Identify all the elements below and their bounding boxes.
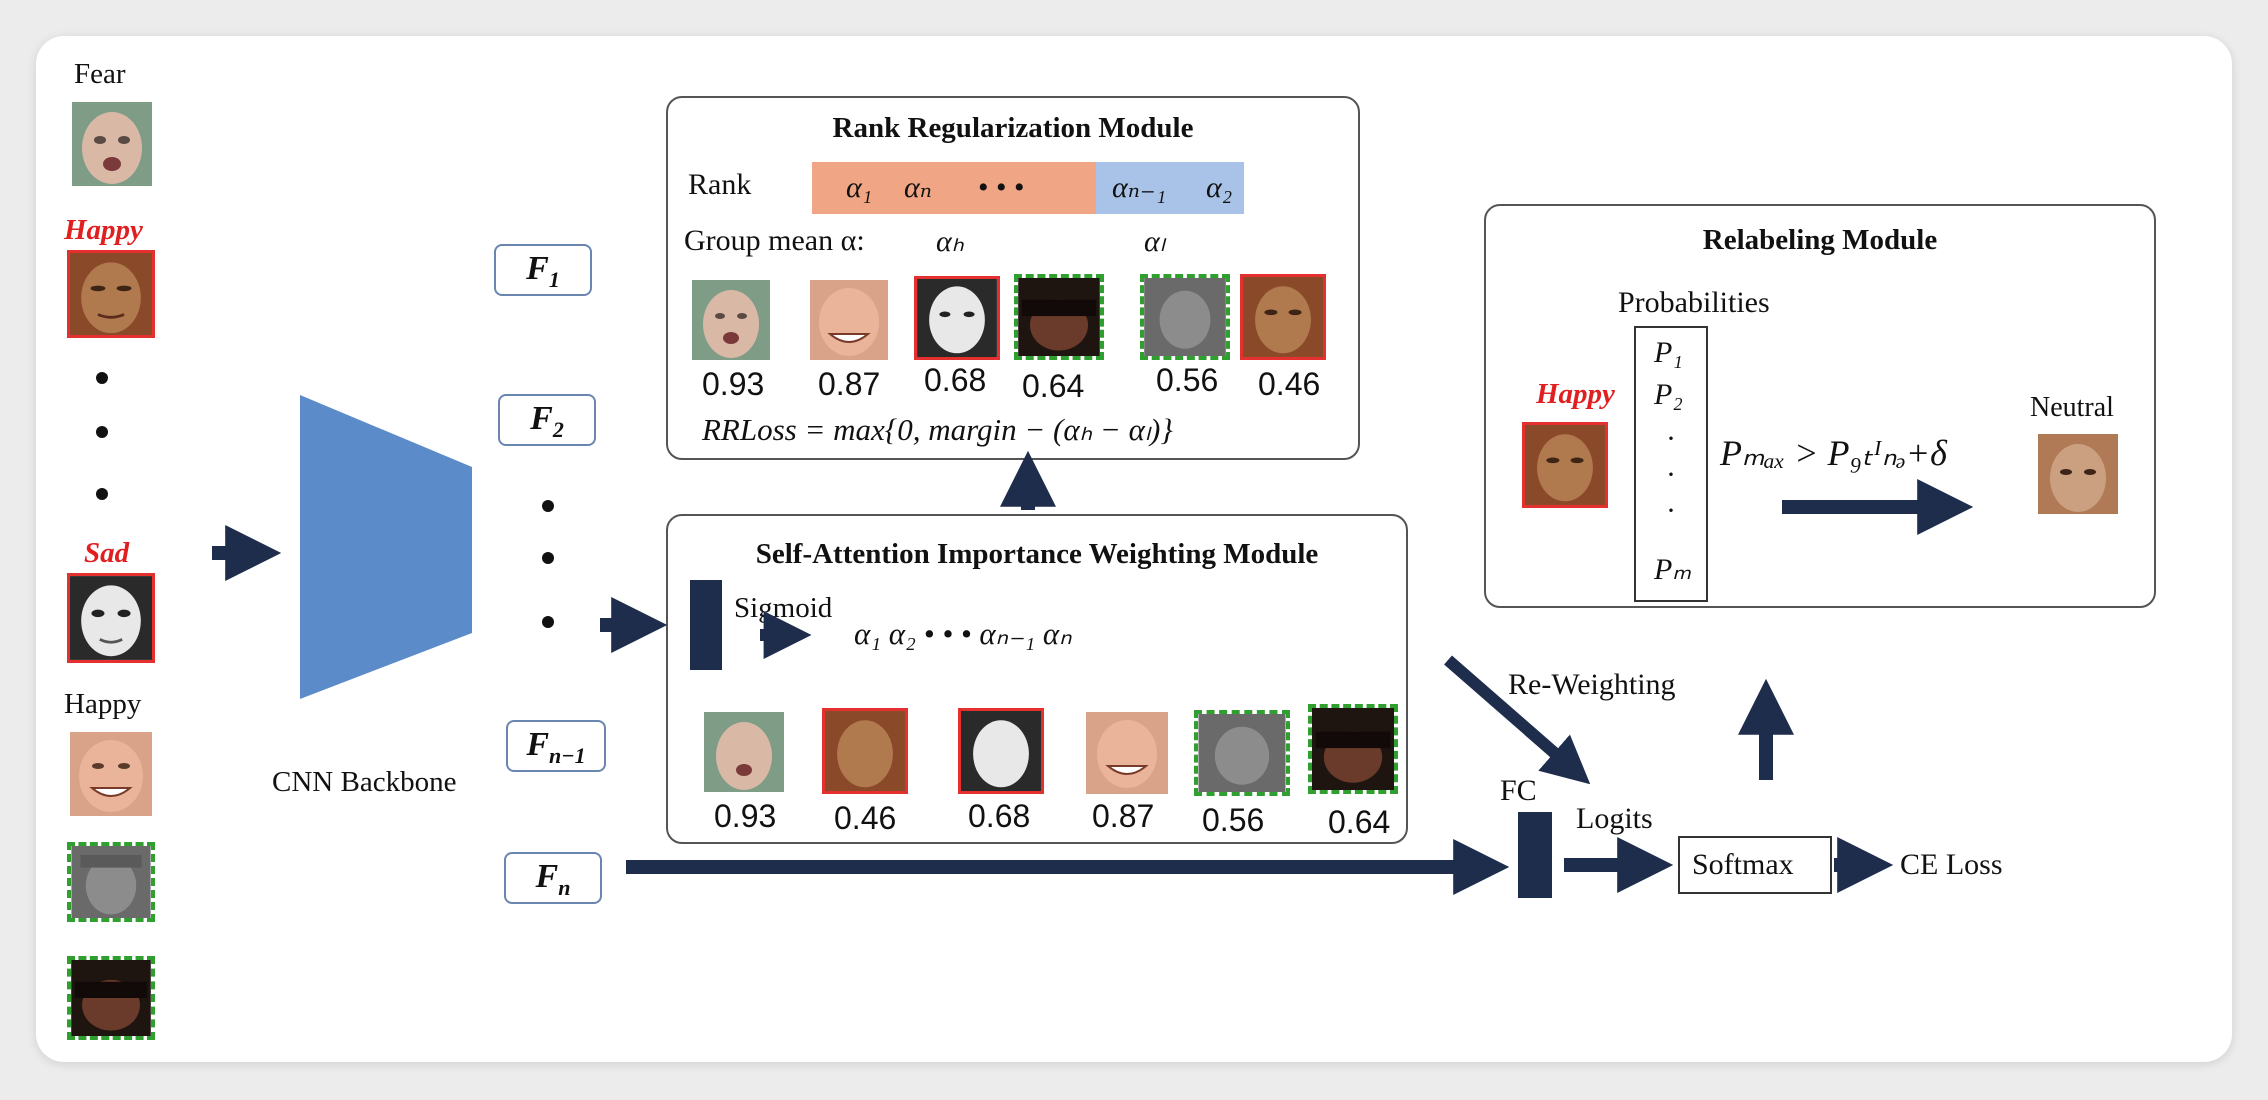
rank-label: Rank (688, 168, 752, 201)
prob-dot: · (1666, 458, 1676, 491)
sigmoid-label: Sigmoid (734, 592, 833, 624)
relabel-happy-label: Happy (1536, 378, 1615, 410)
fc-attention-layer (690, 580, 722, 670)
sa-score: 0.56 (1202, 802, 1265, 838)
rank-score: 0.68 (924, 362, 987, 398)
ellipsis-dot (542, 616, 554, 628)
rr-loss-formula: RRLoss = max{0, margin − (αₕ − αₗ)} (702, 412, 1173, 447)
face-sa-happy (1086, 712, 1168, 794)
prob-pm: Pₘ (1654, 553, 1692, 586)
neutral-label: Neutral (2030, 392, 2114, 423)
logits-label: Logits (1576, 802, 1653, 835)
rank-score: 0.64 (1022, 368, 1085, 404)
self-attention-module: Self-Attention Importance Weighting Modu… (666, 514, 1408, 844)
softmax-label: Softmax (1692, 848, 1794, 881)
label-sad-red: Sad (84, 537, 130, 569)
rank-score: 0.56 (1156, 362, 1219, 398)
prob-dot: · (1666, 422, 1676, 455)
face-relabel-neutral (2038, 434, 2118, 514)
sa-score: 0.93 (714, 798, 777, 834)
probabilities-label: Probabilities (1618, 286, 1770, 319)
label-fear: Fear (74, 58, 126, 90)
face-thumb-happy (810, 280, 888, 360)
face-thumb-fear (692, 280, 770, 360)
sa-score: 0.46 (834, 800, 897, 836)
rank-ellipsis: • • • (978, 171, 1025, 204)
softmax-box (1678, 836, 1832, 894)
feature-fn: Fn (504, 852, 602, 904)
face-thumb-sad (914, 276, 1000, 360)
face-thumb-gray (1140, 274, 1230, 360)
rank-score: 0.87 (818, 366, 881, 402)
alpha-h-label: αₕ (936, 225, 964, 258)
alpha-l-label: αₗ (1144, 225, 1165, 258)
sa-score: 0.68 (968, 798, 1031, 834)
cnn-backbone-trapezoid (300, 395, 472, 699)
rank-score: 0.93 (702, 366, 765, 402)
face-uncertain-dark (67, 956, 155, 1040)
relabel-condition: Pₘₐₓ > P₉ₜᴵₙₔ+δ (1720, 433, 1947, 473)
ellipsis-dot (96, 426, 108, 438)
fc-label: FC (1500, 774, 1537, 807)
relabel-module-title: Relabeling Module (1702, 224, 1938, 256)
ellipsis-dot (542, 500, 554, 512)
feature-f2: F2 (498, 394, 596, 446)
face-thumb-happy-noisy (1240, 274, 1326, 360)
face-fear (72, 102, 152, 186)
rank-bar-low (1096, 162, 1244, 214)
feature-f1: F1 (494, 244, 592, 296)
rank-regularization-module: Rank Regularization Module Rank α₁ αₙ • … (666, 96, 1360, 460)
sa-alphas: α₁ α₂ • • • αₙ₋₁ αₙ (854, 616, 1072, 651)
face-sa-happy-noisy (822, 708, 908, 794)
relabeling-module: Relabeling Module Probabilities Happy P₁… (1484, 204, 2156, 608)
face-sa-fear (704, 712, 784, 792)
rank-module-title: Rank Regularization Module (832, 112, 1194, 144)
ellipsis-dot (96, 372, 108, 384)
label-happy: Happy (64, 688, 142, 720)
face-happy-noisy (67, 250, 155, 338)
fc-layer (1518, 812, 1552, 898)
face-sa-gray (1194, 710, 1290, 796)
rank-alpha-n: αₙ (904, 171, 932, 204)
reweighting-label: Re-Weighting (1508, 668, 1676, 701)
prob-p1: P₁ (1654, 336, 1683, 369)
face-sa-dark (1308, 704, 1398, 794)
face-sa-sad (958, 708, 1044, 794)
rank-alpha-n-1: αₙ₋₁ (1112, 171, 1167, 204)
prob-p2: P₂ (1654, 378, 1683, 411)
face-relabel-input (1522, 422, 1608, 508)
ce-loss-label: CE Loss (1900, 848, 2003, 881)
feature-fn-1: Fn−1 (506, 720, 606, 772)
face-uncertain-gray (67, 842, 155, 922)
rank-alpha-1: α₁ (846, 171, 873, 204)
probability-vector (1634, 326, 1708, 602)
face-sad-noisy (67, 573, 155, 663)
sa-score: 0.64 (1328, 804, 1391, 840)
prob-dot: · (1666, 494, 1676, 527)
ellipsis-dot (542, 552, 554, 564)
rank-alpha-2: α₂ (1206, 171, 1233, 204)
group-mean-label: Group mean α: (684, 224, 865, 257)
ellipsis-dot (96, 488, 108, 500)
label-cnn-backbone: CNN Backbone (272, 766, 457, 798)
sa-score: 0.87 (1092, 798, 1155, 834)
rank-score: 0.46 (1258, 366, 1321, 402)
rank-bar-high (812, 162, 1096, 214)
label-happy-red: Happy (64, 214, 143, 246)
face-happy (70, 732, 152, 816)
face-thumb-dark (1014, 274, 1104, 360)
sa-module-title: Self-Attention Importance Weighting Modu… (755, 538, 1319, 570)
